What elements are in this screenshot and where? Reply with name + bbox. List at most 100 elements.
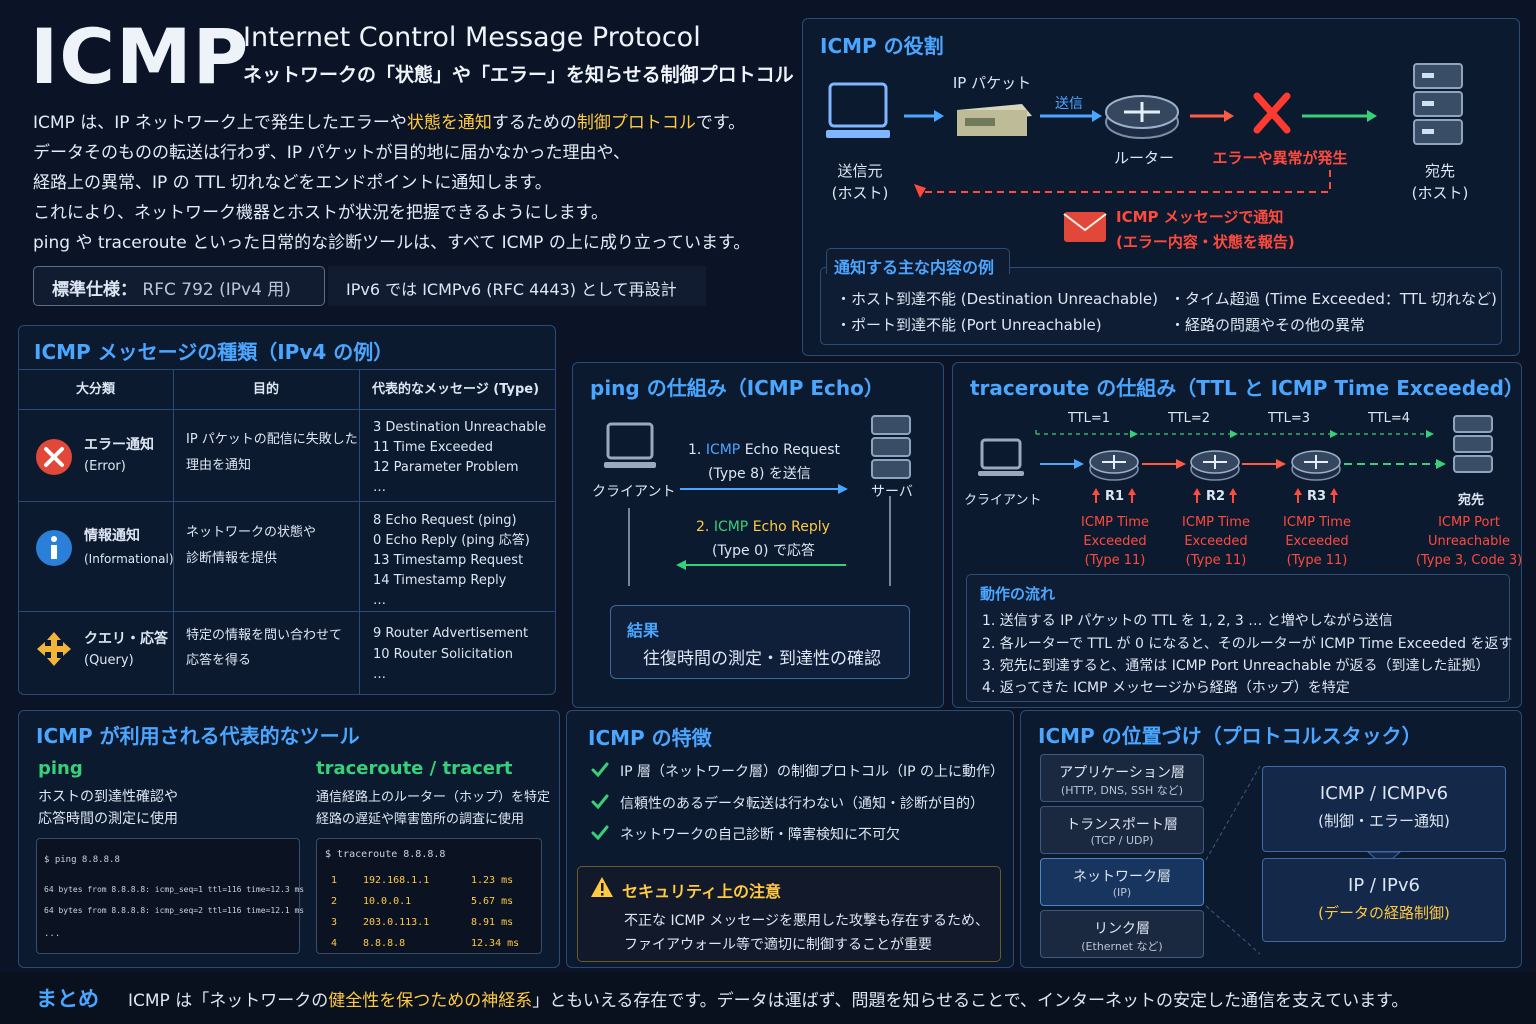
purpose-query-1: 特定の情報を問い合わせて — [186, 628, 343, 643]
examples-box — [820, 267, 1502, 345]
client-computer-icon — [604, 422, 656, 468]
purpose-query-2: 応答を得る — [186, 653, 252, 668]
message-info-5: … — [373, 593, 386, 608]
security-box — [577, 866, 1001, 962]
ip-packet-label: IP パケット — [952, 74, 1032, 92]
category-query: クエリ・応答 — [84, 631, 168, 647]
message-info-3: 13 Timestamp Request — [373, 553, 524, 568]
echo-request-sub: (Type 8) を送信 — [708, 466, 811, 482]
message-error-3: 12 Parameter Problem — [373, 460, 519, 475]
error-label: エラーや異常が発生 — [1212, 149, 1348, 167]
spec-label: 標準仕様： — [52, 280, 137, 300]
ttl-3: TTL=3 — [1268, 411, 1311, 426]
message-error-2: 11 Time Exceeded — [373, 440, 493, 455]
role-title: ICMP の役割 — [820, 34, 944, 58]
echo-reply-label: 2. ICMP Echo Reply — [696, 519, 830, 535]
intro-line-3: 経路上の異常、IP の TTL 切れなどをエンドポイントに通知します。 — [33, 173, 552, 193]
spec-box: 標準仕様： RFC 792 (IPv4 用) — [33, 266, 325, 306]
echo-reply-sub: (Type 0) で応答 — [712, 543, 815, 559]
category-info-en: (Informational) — [84, 552, 174, 566]
intro-line-2: データそのものの転送は行わず、IP パケットが目的地に届かなかった理由や、 — [33, 143, 630, 163]
traceroute-client-icon — [978, 438, 1024, 476]
ip-packet-icon — [957, 104, 1032, 136]
purpose-info-1: ネットワークの状態や — [186, 525, 317, 540]
ping-console-line-2: 64 bytes from 8.8.8.8: icmp_seq=1 ttl=11… — [44, 885, 305, 894]
security-text-2: ファイアウォール等で適切に制御することが重要 — [624, 937, 932, 953]
layer-link: リンク層 (Ethernet など) — [1040, 910, 1204, 958]
ping-client-label: クライアント — [592, 484, 676, 500]
intro-line-1: ICMP は、IP ネットワーク上で発生したエラーや状態を通知するための制御プロ… — [33, 113, 746, 133]
ping-console-line-4: ... — [44, 929, 61, 939]
traceroute-dest-label: 宛先 — [1458, 493, 1485, 508]
role-diagram — [826, 63, 1463, 242]
subtitle-english: Internet Control Message Protocol — [243, 22, 701, 53]
category-query-en: (Query) — [84, 653, 134, 668]
ttl-1: TTL=1 — [1068, 411, 1111, 426]
layer-network: ネットワーク層 (IP) — [1040, 858, 1204, 906]
ping-console-line-1: $ ping 8.8.8.8 — [44, 855, 120, 865]
layer-application: アプリケーション層 (HTTP, DNS, SSH など) — [1040, 754, 1204, 802]
router-r2-icon — [1190, 450, 1240, 481]
router-r3-label: R3 — [1307, 489, 1327, 504]
router-icon — [1105, 95, 1179, 139]
message-query-2: 10 Router Solicitation — [373, 647, 514, 662]
ttl-4: TTL=4 — [1368, 411, 1411, 426]
flow-title: 動作の流れ — [980, 585, 1056, 603]
layer-transport: トランスポート層 (TCP / UDP) — [1040, 806, 1204, 854]
purpose-error-1: IP パケットの配信に失敗した — [186, 432, 358, 447]
purpose-info-2: 診断情報を提供 — [186, 551, 278, 566]
flow-step-4: 4. 返ってきた ICMP メッセージから経路（ホップ）を特定 — [982, 680, 1350, 696]
envelope-icon — [1063, 212, 1107, 242]
tool-traceroute-name: traceroute / tracert — [316, 758, 513, 779]
feature-item-3: ネットワークの自己診断・障害検知に不可欠 — [620, 827, 900, 843]
notify-line-2: (エラー内容・状態を報告) — [1116, 233, 1295, 251]
tool-ping-name: ping — [38, 758, 83, 779]
intro-line-5: ping や traceroute といった日常的な診断ツールは、すべて ICM… — [33, 233, 751, 253]
category-error-en: (Error) — [84, 459, 126, 474]
traceroute-client-label: クライアント — [964, 493, 1042, 508]
example-item-2: ・ポート到達不能 (Port Unreachable) — [836, 316, 1102, 334]
error-x-icon — [1253, 92, 1291, 134]
example-item-3: ・タイム超過 (Time Exceeded：TTL 切れなど) — [1170, 290, 1497, 308]
traceroute-console-cmd: $ traceroute 8.8.8.8 — [325, 849, 446, 860]
tool-ping-desc-1: ホストの到達性確認や — [38, 789, 178, 805]
ping-title: ping の仕組み（ICMP Echo） — [590, 376, 884, 400]
router-r2-label: R2 — [1206, 489, 1226, 504]
summary-bar — [0, 972, 1536, 1024]
send-label: 送信 — [1055, 96, 1083, 112]
example-item-4: ・経路の問題やその他の異常 — [1170, 316, 1366, 334]
ping-console: $ ping 8.8.8.8 64 bytes from 8.8.8.8: ic… — [36, 838, 304, 954]
traceroute-diagram — [978, 415, 1493, 503]
types-title: ICMP メッセージの種類（IPv4 の例） — [34, 340, 394, 364]
logo-title: ICMP — [30, 12, 250, 101]
tool-ping-desc-2: 応答時間の測定に使用 — [38, 811, 178, 827]
flow-step-3: 3. 宛先に到達すると、通常は ICMP Port Unreachable が返… — [982, 658, 1490, 674]
message-error-4: … — [373, 480, 386, 495]
message-info-2: 0 Echo Reply (ping 応答) — [373, 533, 530, 548]
ttl-2: TTL=2 — [1168, 411, 1211, 426]
destination-host-label: 宛先 (ホスト) — [1411, 162, 1469, 202]
category-info: 情報通知 — [84, 528, 140, 544]
feature-item-2: 信頼性のあるデータ転送は行わない（通知・診断が目的） — [620, 796, 984, 812]
ping-result-text: 往復時間の測定・到達性の確認 — [643, 649, 881, 669]
flow-step-2: 2. 各ルーターで TTL が 0 になると、そのルーターが ICMP Time… — [982, 636, 1513, 652]
router-r1-icon — [1089, 450, 1139, 481]
info-circle-icon — [36, 530, 72, 566]
ping-console-line-3: 64 bytes from 8.8.8.8: icmp_seq=2 ttl=11… — [44, 906, 305, 915]
summary-label: まとめ — [36, 987, 99, 1011]
ping-result-box — [610, 605, 910, 679]
purpose-error-2: 理由を通知 — [186, 458, 252, 473]
tool-traceroute-desc-2: 経路の遅延や障害箇所の調査に使用 — [316, 812, 525, 827]
move-arrows-icon — [37, 632, 71, 666]
types-panel — [18, 325, 556, 695]
check-icons — [591, 762, 609, 841]
stack-title: ICMP の位置づけ（プロトコルスタック） — [1038, 724, 1422, 748]
stack-connector-lines — [1205, 765, 1261, 955]
warning-icon — [591, 877, 613, 897]
